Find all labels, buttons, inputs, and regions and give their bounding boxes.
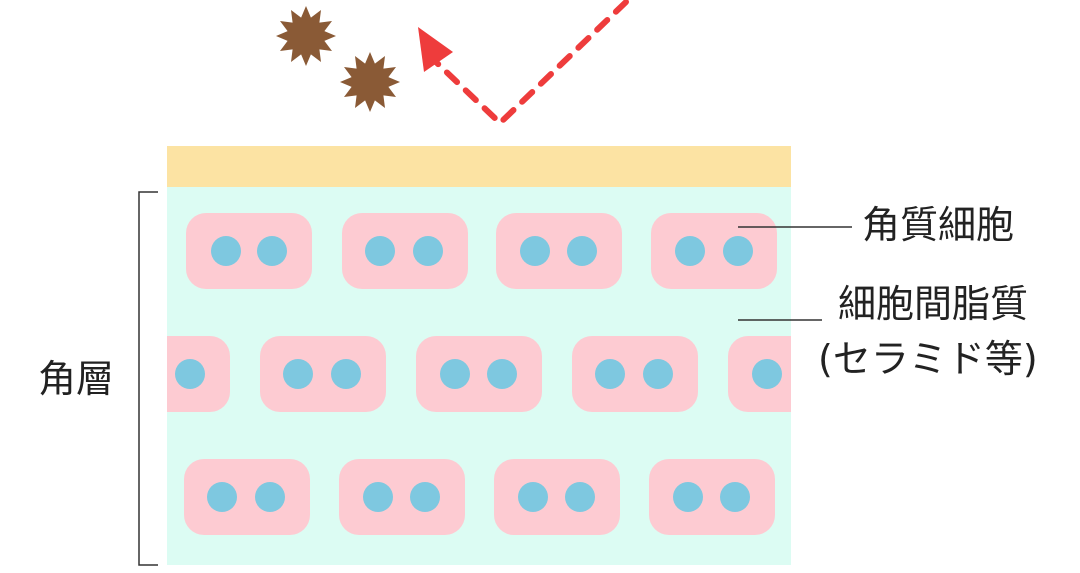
arrow-head <box>418 27 453 72</box>
corneocyte <box>494 459 620 535</box>
label-intercellular-lipid: 細胞間脂質 <box>838 282 1029 326</box>
spiky-particle-icon <box>340 52 400 112</box>
corneocyte <box>416 336 542 412</box>
corneocyte <box>339 459 465 535</box>
label-stratum-corneum: 角層 <box>38 357 115 401</box>
corneocyte <box>572 336 698 412</box>
sebum-film <box>167 146 791 187</box>
spiky-particle-icon <box>276 6 336 66</box>
corneocyte <box>649 459 775 535</box>
stratum-corneum-bracket <box>138 191 158 566</box>
corneocyte <box>728 336 791 412</box>
label-ceramide-note: (セラミド等) <box>818 337 1038 381</box>
corneocyte <box>342 213 468 289</box>
label-corneocyte: 角質細胞 <box>862 203 1015 247</box>
corneocyte <box>184 459 310 535</box>
corneocyte <box>260 336 386 412</box>
corneocyte <box>651 213 777 289</box>
corneocyte-group <box>167 213 791 535</box>
dashed-arrow-icon <box>434 0 629 126</box>
corneocyte <box>167 336 230 412</box>
corneocyte <box>496 213 622 289</box>
corneocyte <box>186 213 312 289</box>
